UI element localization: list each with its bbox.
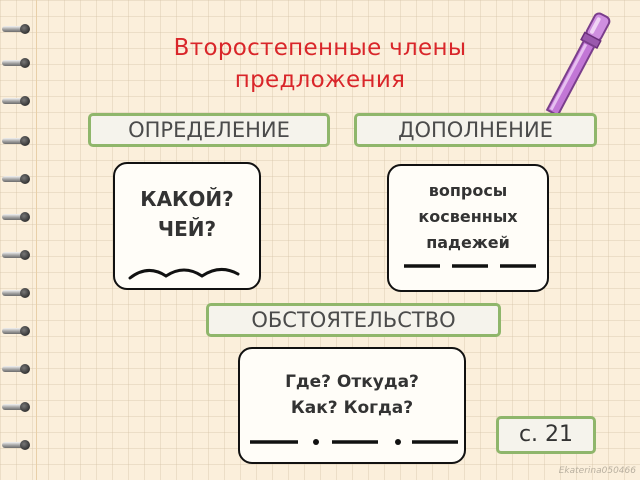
ring-icon xyxy=(2,440,32,450)
card-dopolnenie: вопросы косвенных падежей xyxy=(387,164,549,292)
ring-icon xyxy=(2,24,32,34)
question-gde-otkuda: Где? Откуда? xyxy=(285,372,419,392)
page-reference: с. 21 xyxy=(496,416,596,454)
ring-icon xyxy=(2,96,32,106)
watermark: Ekaterina050466 xyxy=(558,466,636,476)
card-obstoyatelstvo: Где? Откуда? Как? Когда? xyxy=(238,347,466,464)
ring-icon xyxy=(2,288,32,298)
wavy-line-icon xyxy=(128,268,240,280)
ring-icon xyxy=(2,326,32,336)
ring-icon xyxy=(2,402,32,412)
dash-dot-line-icon xyxy=(250,439,458,445)
question-kosvennyh: косвенных xyxy=(418,207,518,226)
ring-icon xyxy=(2,364,32,374)
dashed-line-icon xyxy=(404,264,536,268)
notebook-margin-line xyxy=(36,0,37,480)
label-opredelenie: ОПРЕДЕЛЕНИЕ xyxy=(88,113,330,147)
slide-title: Второстепенные члены предложения xyxy=(120,32,520,96)
ring-icon xyxy=(2,174,32,184)
label-dopolnenie: ДОПОЛНЕНИЕ xyxy=(354,113,597,147)
spiral-binding-icon xyxy=(0,0,40,480)
question-kak-kogda: Как? Когда? xyxy=(290,398,414,418)
title-line-1: Второстепенные члены xyxy=(173,35,467,61)
question-voprosy: вопросы xyxy=(428,181,508,200)
ring-icon xyxy=(2,250,32,260)
question-chey: ЧЕЙ? xyxy=(157,217,217,241)
ring-icon xyxy=(2,136,32,146)
pen-icon xyxy=(545,12,611,117)
question-kakoy: КАКОЙ? xyxy=(140,187,234,211)
ring-icon xyxy=(2,212,32,222)
ring-icon xyxy=(2,58,32,68)
question-padezhey: падежей xyxy=(426,233,510,252)
label-obstoyatelstvo: ОБСТОЯТЕЛЬСТВО xyxy=(206,303,501,337)
title-line-2: предложения xyxy=(234,67,406,93)
